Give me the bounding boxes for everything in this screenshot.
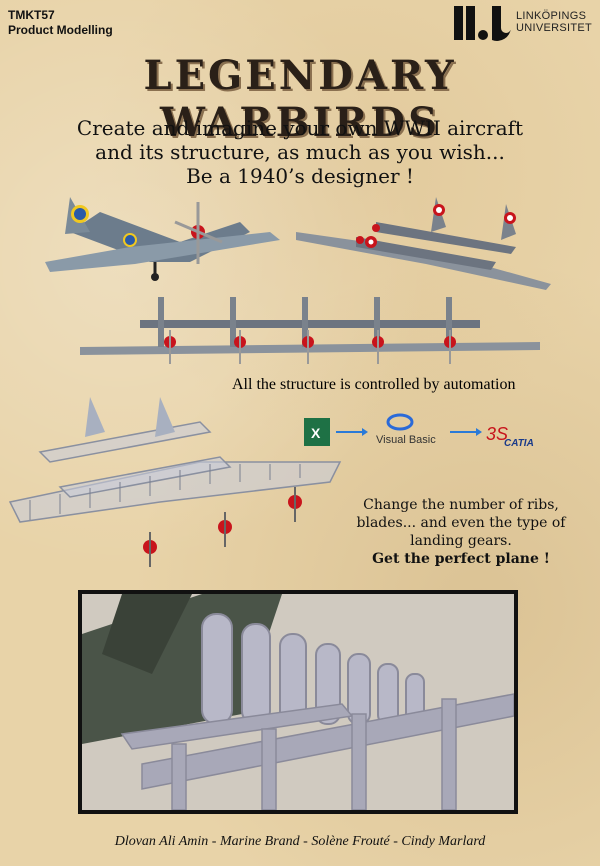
fighter-plane-image: [45, 197, 280, 281]
fuselage-render-image: [78, 590, 518, 814]
multi-engine-plane-image: [80, 297, 540, 364]
poster-title: LEGENDARY WARBIRDS: [143, 52, 457, 146]
liu-logo-icon: [454, 6, 511, 41]
customization-text: Change the number of ribs, blades... and…: [334, 496, 588, 568]
change-line-1: Change the number of ribs,: [363, 497, 559, 513]
intro-line-2: and its structure, as much as you wish..…: [95, 140, 505, 164]
visual-basic-icon: [386, 413, 414, 431]
svg-text:X: X: [311, 425, 321, 441]
intro-line-3: Be a 1940’s designer !: [186, 164, 414, 188]
automation-flow: X 3S Visual Basic CATIA: [304, 412, 544, 452]
change-line-4: Get the perfect plane !: [372, 551, 550, 567]
excel-icon: [304, 418, 330, 446]
course-name: Product Modelling: [8, 23, 113, 37]
intro-line-1: Create and imagine your own WWII aircraf…: [76, 116, 524, 140]
university-name-line2: UNIVERSITET: [516, 22, 593, 34]
course-code: TMKT57: [8, 8, 55, 22]
university-logo: LINKÖPINGS UNIVERSITET: [452, 4, 596, 44]
catia-icon: 3S: [486, 424, 508, 444]
wireframe-structure-image: [8, 397, 342, 567]
automation-caption: All the structure is controlled by autom…: [232, 376, 516, 393]
change-line-2: blades... and even the type of: [356, 515, 566, 531]
visual-basic-label: Visual Basic: [376, 434, 436, 446]
twin-boom-plane-image: [296, 197, 551, 290]
authors-line: Dlovan Ali Amin - Marine Brand - Solène …: [114, 834, 486, 849]
catia-label: CATIA: [504, 438, 534, 449]
university-name-line1: LINKÖPINGS: [516, 10, 587, 22]
course-info: TMKT57 Product Modelling: [8, 8, 113, 38]
change-line-3: landing gears.: [410, 533, 512, 549]
intro-text: Create and imagine your own WWII aircraf…: [0, 116, 600, 188]
